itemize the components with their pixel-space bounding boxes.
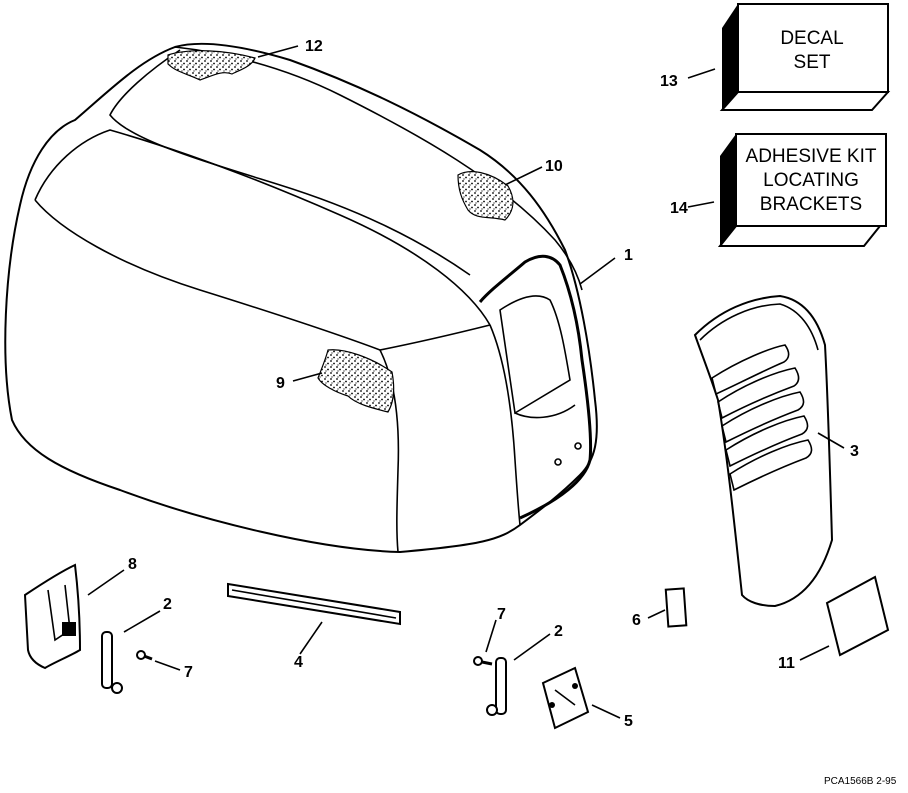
callout-13: 13 — [660, 73, 678, 90]
figure-reference: PCA1566B 2-95 — [824, 776, 897, 787]
adhesive-line-1: ADHESIVE KIT — [746, 146, 877, 167]
callout-7-left: 7 — [184, 664, 193, 681]
adhesive-kit-box: ADHESIVE KIT LOCATING BRACKETS — [717, 133, 887, 247]
callout-11: 11 — [778, 655, 795, 672]
screw-7-right — [473, 656, 493, 666]
rail-4 — [227, 582, 401, 626]
pad-11 — [825, 575, 890, 657]
bracket-8 — [23, 563, 82, 670]
callout-12: 12 — [305, 38, 323, 55]
callout-6: 6 — [632, 612, 641, 629]
grille-slots — [711, 344, 813, 492]
decal-10 — [457, 171, 514, 221]
adhesive-line-2: LOCATING — [763, 170, 859, 191]
decal-set-box: DECAL SET — [719, 3, 891, 111]
callout-labels: 12 13 10 1 14 9 3 8 2 7 4 7 2 5 6 11 — [128, 38, 859, 730]
engine-cowl — [4, 42, 598, 554]
decal-12 — [167, 50, 256, 81]
vent-grille — [693, 294, 834, 608]
callout-4: 4 — [294, 654, 303, 671]
decal-line-2: SET — [794, 52, 831, 73]
callout-2-right: 2 — [554, 623, 563, 640]
strap-2-left — [101, 631, 123, 694]
callout-8: 8 — [128, 556, 137, 573]
callout-3: 3 — [850, 443, 859, 460]
callout-7-right: 7 — [497, 606, 506, 623]
callout-10: 10 — [545, 158, 563, 175]
callout-14: 14 — [670, 200, 688, 217]
screw-7-left — [136, 650, 153, 661]
leader-lines — [87, 45, 845, 719]
callout-5: 5 — [624, 713, 633, 730]
pad-6 — [664, 587, 688, 628]
plate-5 — [541, 666, 590, 730]
callout-1: 1 — [624, 247, 633, 264]
strap-2-right — [486, 657, 507, 716]
callout-2-left: 2 — [163, 596, 172, 613]
decal-line-1: DECAL — [780, 28, 843, 49]
decal-9 — [317, 349, 395, 413]
adhesive-line-3: BRACKETS — [760, 194, 862, 215]
callout-9: 9 — [276, 375, 285, 392]
